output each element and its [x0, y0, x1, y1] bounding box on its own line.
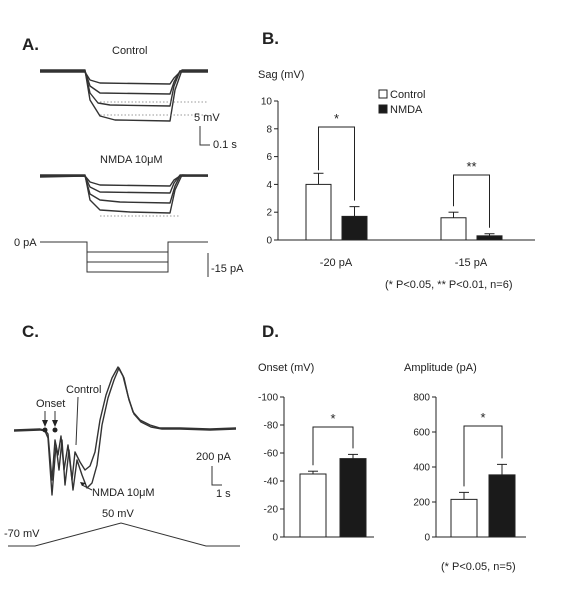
panel-a-letter: A. — [22, 35, 39, 54]
panel-b-footnote: (* P<0.05, ** P<0.01, n=6) — [385, 279, 513, 291]
panel-c-control-label: Control — [66, 384, 101, 396]
sag-bar — [305, 183, 332, 241]
panel-a-nmda-traces — [39, 174, 209, 217]
panel-b-letter: B. — [262, 29, 279, 48]
onset-bar-control — [299, 473, 327, 538]
amplitude-significance-bracket — [463, 425, 503, 487]
sag-bar — [476, 235, 503, 241]
onset-significance-marker: * — [330, 411, 335, 426]
panel-d-footnote: (* P<0.05, n=5) — [441, 561, 516, 573]
panel-a-control-label: Control — [112, 45, 147, 57]
sag-y-tick-label: 4 — [266, 180, 272, 191]
panel-c-scale-time: 1 s — [216, 488, 231, 500]
panel-a-nmda-label: NMDA 10μM — [100, 154, 163, 166]
onset-y-axis-label: Onset (mV) — [258, 362, 314, 374]
panel-a-control-traces — [40, 69, 208, 122]
sag-y-axis-label: Sag (mV) — [258, 69, 304, 81]
panel-a-scale-voltage: 5 mV — [194, 112, 220, 124]
onset-chart: 0 -20 -40 -60 -80 -100 Onset (mV) * — [258, 362, 374, 544]
sag-bar — [440, 217, 467, 241]
sag-y-tick-label: 10 — [261, 97, 273, 108]
sag-category-label: -20 pA — [320, 257, 353, 269]
panel-c-onset-label: Onset — [36, 398, 65, 410]
sag-y-tick-label: 0 — [266, 236, 272, 247]
onset-y-tick-label: -80 — [264, 421, 279, 432]
panel-c-scale-bar: 200 pA 1 s — [196, 451, 232, 500]
sag-legend-label: NMDA — [390, 104, 423, 116]
panel-a-zero-label: 0 pA — [14, 237, 37, 249]
sag-significance-b-bracket — [453, 174, 490, 228]
amplitude-y-tick-label: 400 — [413, 463, 430, 474]
sag-legend-label: Control — [390, 89, 425, 101]
onset-y-tick-label: -100 — [258, 393, 278, 404]
sag-legend-swatch — [378, 89, 388, 99]
panel-c-letter: C. — [22, 322, 39, 341]
amplitude-chart: 0 200 400 600 800 Amplitude (pA) * — [404, 362, 526, 544]
panel-c-ramp: -70 mV 50 mV — [4, 508, 240, 547]
panel-c-annotations: Onset Control NMDA 10μM — [36, 384, 155, 499]
amplitude-bar-control — [450, 498, 478, 538]
sag-category-label: -15 pA — [455, 257, 488, 269]
panel-d-letter: D. — [262, 322, 279, 341]
panel-a-stimulus: 0 pA -15 pA — [14, 237, 244, 277]
panel-c-ramp-peak-label: 50 mV — [102, 508, 134, 520]
onset-bar-nmda — [339, 458, 367, 538]
sag-significance-a-bracket — [318, 126, 355, 201]
sag-legend-swatch — [378, 104, 388, 114]
panel-c-traces — [13, 366, 237, 496]
panel-a-scale-bar: 5 mV 0.1 s — [194, 112, 237, 151]
panel-c-nmda-label: NMDA 10μM — [92, 487, 155, 499]
onset-significance-bracket — [312, 426, 354, 466]
panel-a-scale-time: 0.1 s — [213, 139, 237, 151]
amplitude-bar-nmda — [488, 474, 516, 538]
onset-y-tick-label: -60 — [264, 449, 279, 460]
amplitude-significance-marker: * — [480, 410, 485, 425]
amplitude-y-tick-label: 600 — [413, 428, 430, 439]
sag-significance-a-marker: * — [334, 111, 339, 126]
amplitude-y-tick-label: 800 — [413, 393, 430, 404]
amplitude-y-tick-label: 0 — [424, 533, 430, 544]
sag-bar — [341, 215, 368, 241]
onset-y-tick-label: -40 — [264, 477, 279, 488]
onset-y-tick-label: 0 — [272, 533, 278, 544]
sag-y-tick-label: 6 — [266, 152, 272, 163]
amplitude-y-axis-label: Amplitude (pA) — [404, 362, 477, 374]
sag-significance-b-marker: ** — [466, 159, 476, 174]
panel-a-step-label: -15 pA — [211, 263, 244, 275]
sag-y-tick-label: 8 — [266, 124, 272, 135]
sag-y-tick-label: 2 — [266, 208, 272, 219]
amplitude-y-tick-label: 200 — [413, 498, 430, 509]
onset-y-tick-label: -20 — [264, 505, 279, 516]
panel-c-ramp-start-label: -70 mV — [4, 528, 40, 540]
panel-c-scale-current: 200 pA — [196, 451, 232, 463]
